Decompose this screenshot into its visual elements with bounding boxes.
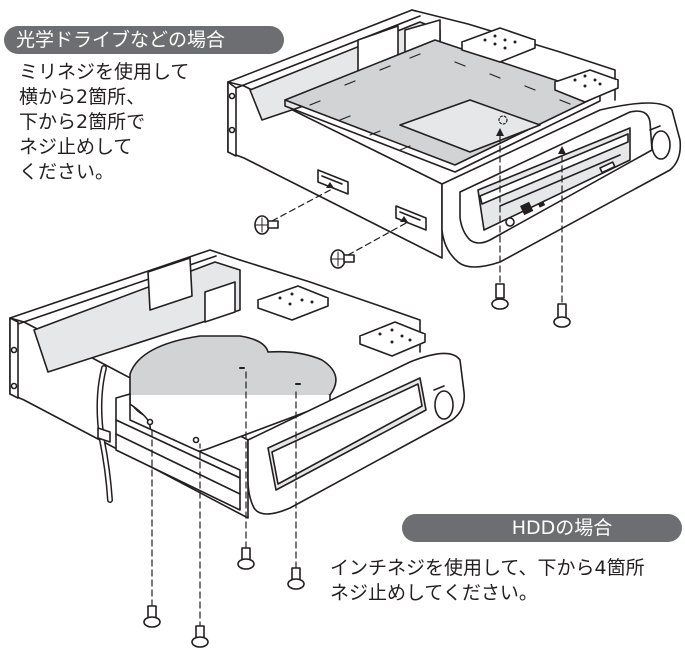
optical-instruction: ミリネジを使用して 横から2箇所、 下から2箇所で ネジ止めして ください。 — [19, 61, 190, 183]
hdd-instruction: インチネジを使用して、下から4箇所 ネジ止めしてください。 — [330, 557, 645, 604]
hdd-section-heading: HDDの場合 — [402, 514, 682, 542]
hdd-enclosure — [9, 249, 466, 519]
hdd-bottom-screws — [143, 369, 305, 648]
optical-bottom-screws — [491, 128, 571, 328]
optical-section-heading: 光学ドライブなどの場合 — [4, 26, 284, 54]
optical-side-screws — [254, 182, 409, 269]
optical-drive-enclosure — [227, 9, 682, 268]
